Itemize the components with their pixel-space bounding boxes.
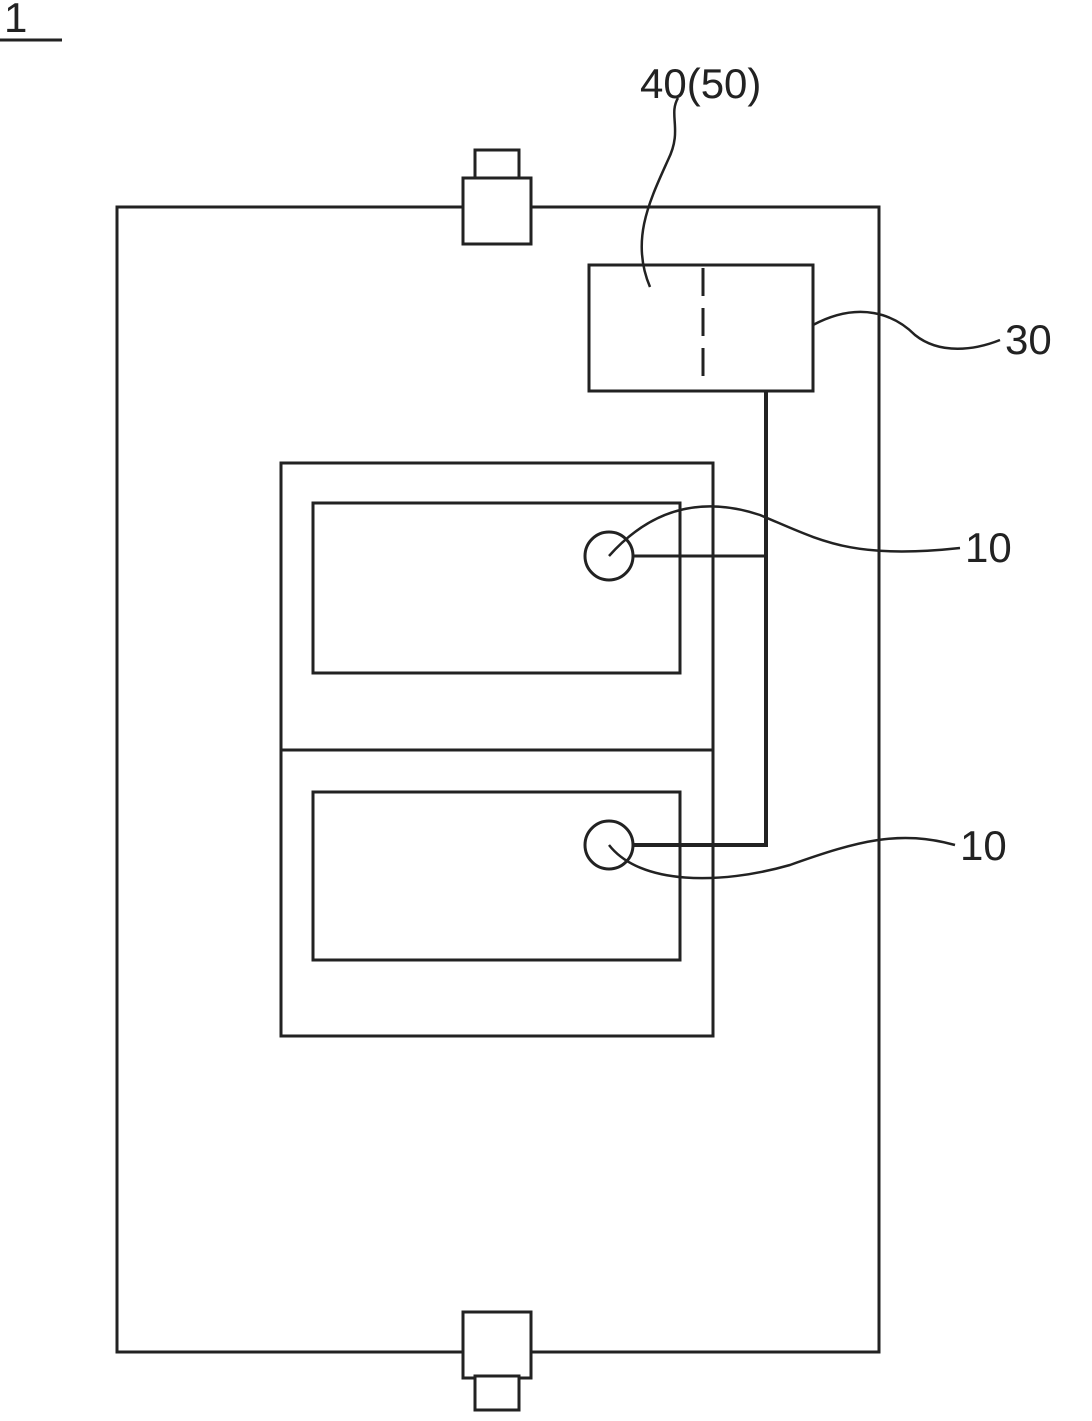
wiring — [633, 391, 768, 845]
control-unit-30 — [589, 265, 813, 391]
leader-controller — [642, 98, 678, 287]
label-sensor-bottom: 10 — [960, 822, 1007, 869]
leader-sensor-top — [609, 506, 960, 556]
cabinet — [281, 463, 713, 1036]
figure-number: 1 — [4, 0, 27, 41]
top-connector — [463, 150, 531, 244]
label-controller: 40(50) — [640, 60, 761, 107]
lower-panel — [313, 792, 680, 960]
leader-lines — [609, 98, 1000, 878]
upper-panel — [313, 503, 680, 673]
bottom-connector — [463, 1312, 531, 1410]
top-connector-cap — [475, 150, 519, 180]
control-unit-box — [589, 265, 813, 391]
bottom-connector-cap — [475, 1376, 519, 1410]
label-sensor-top: 10 — [965, 524, 1012, 571]
bottom-connector-body — [463, 1312, 531, 1378]
top-connector-body — [463, 178, 531, 244]
leader-unit — [813, 312, 1000, 349]
label-unit: 30 — [1005, 316, 1052, 363]
